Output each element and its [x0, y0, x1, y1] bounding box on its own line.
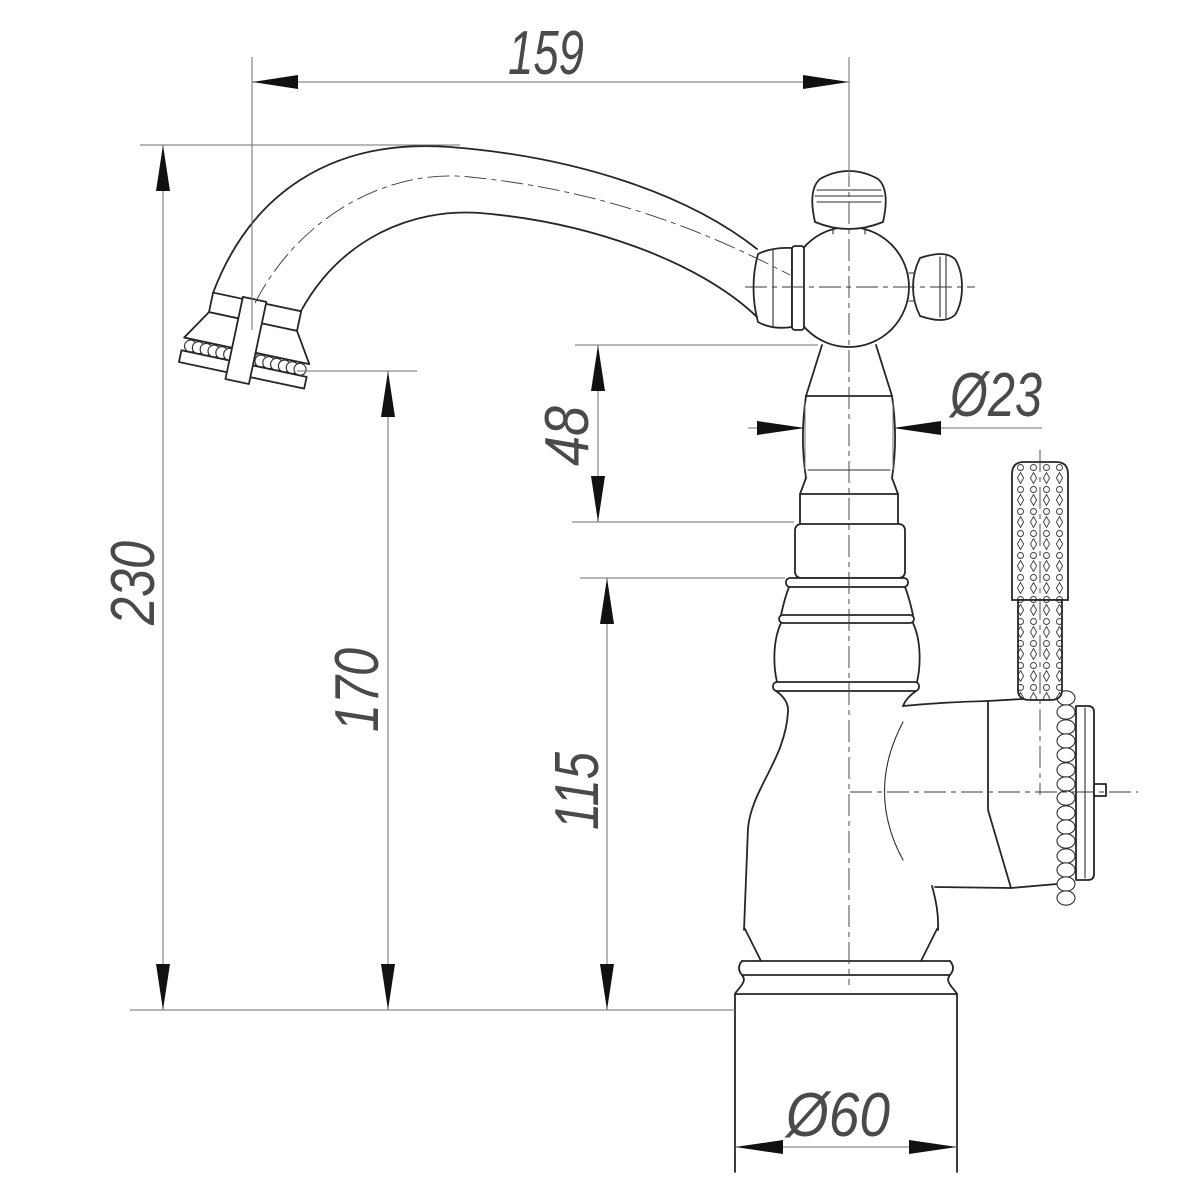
- dim-170-arrow-top: [381, 371, 395, 417]
- base: [734, 928, 958, 1173]
- dim-60-label: Ø60: [784, 1081, 890, 1150]
- spout: [212, 145, 758, 318]
- dim-115-arrow-bottom: [600, 964, 614, 1010]
- neck-column: [799, 344, 899, 525]
- body-arm-fillet: [884, 721, 904, 861]
- dim-spout-reach: 159: [251, 19, 850, 330]
- spout-outer-curve: [212, 145, 758, 294]
- aerator-head: [178, 291, 311, 390]
- body-flare: [780, 586, 914, 616]
- dim-lower-body-height: 115: [543, 577, 785, 1010]
- spout-collar-ring: [791, 245, 805, 331]
- dim-230-label: 230: [99, 541, 168, 626]
- body-bulge: [773, 622, 921, 683]
- neck-bottom-band: [799, 477, 899, 525]
- dim-base-diameter: Ø60: [735, 1081, 957, 1154]
- dim-48-arrow-bottom: [591, 476, 605, 522]
- dim-column-diameter: Ø23: [748, 361, 1042, 470]
- aerator-strap: [224, 295, 268, 385]
- centerlines: [254, 165, 1138, 985]
- valve-arm: [902, 690, 1107, 906]
- bonnet: [987, 696, 1058, 889]
- mounting-nut: [794, 523, 906, 579]
- dim-115-arrow-top: [600, 578, 614, 624]
- dim-159-arrow-right: [803, 75, 849, 89]
- dim-159-arrow-left: [252, 75, 298, 89]
- body-right-shoulder: [902, 690, 917, 707]
- base-ogee: [734, 974, 958, 995]
- dim-159-label: 159: [508, 19, 584, 88]
- dim-230-arrow-top: [156, 145, 170, 191]
- base-cone: [744, 928, 938, 962]
- dim-23-ext-lines: [804, 402, 894, 470]
- bonnet-pin: [1093, 783, 1107, 797]
- bonnet-bead-flange: [1056, 690, 1076, 906]
- dim-23-arrow-left: [757, 421, 805, 435]
- base-torus-ends: [738, 960, 954, 976]
- dim-115-label: 115: [543, 752, 612, 830]
- body-ring-upper: [785, 577, 909, 588]
- dim-23-arrow-right: [893, 421, 941, 435]
- dim-48-label: 48: [533, 406, 602, 466]
- body-right-edge: [931, 885, 940, 931]
- dim-170-label: 170: [323, 648, 392, 732]
- dim-23-label: Ø23: [948, 361, 1042, 430]
- base-column: [734, 993, 958, 1173]
- arm-top-edge: [902, 700, 989, 707]
- dim-overall-height: 230: [99, 144, 735, 1011]
- valve-ball-body: [752, 170, 963, 348]
- dim-60-arrow-left: [735, 1140, 783, 1154]
- faucet-outline: [178, 145, 1107, 1173]
- dim-48-arrow-top: [591, 345, 605, 391]
- body-left-edge: [743, 690, 789, 931]
- body-ring-middle: [778, 614, 915, 624]
- spout-centerline: [254, 175, 791, 304]
- body: [743, 523, 940, 931]
- spout-inner-curve: [300, 211, 758, 318]
- base-torus: [741, 960, 951, 976]
- neck-trumpet: [805, 344, 893, 397]
- dim-170-arrow-bottom: [381, 964, 395, 1010]
- arm-bottom-edge: [934, 886, 1012, 889]
- dim-upper-body-height: 48: [533, 344, 818, 523]
- dim-60-arrow-right: [909, 1140, 957, 1154]
- dim-spout-outlet-height: 170: [297, 370, 417, 1010]
- body-ring-lower: [772, 681, 920, 692]
- dim-230-arrow-bottom: [156, 964, 170, 1010]
